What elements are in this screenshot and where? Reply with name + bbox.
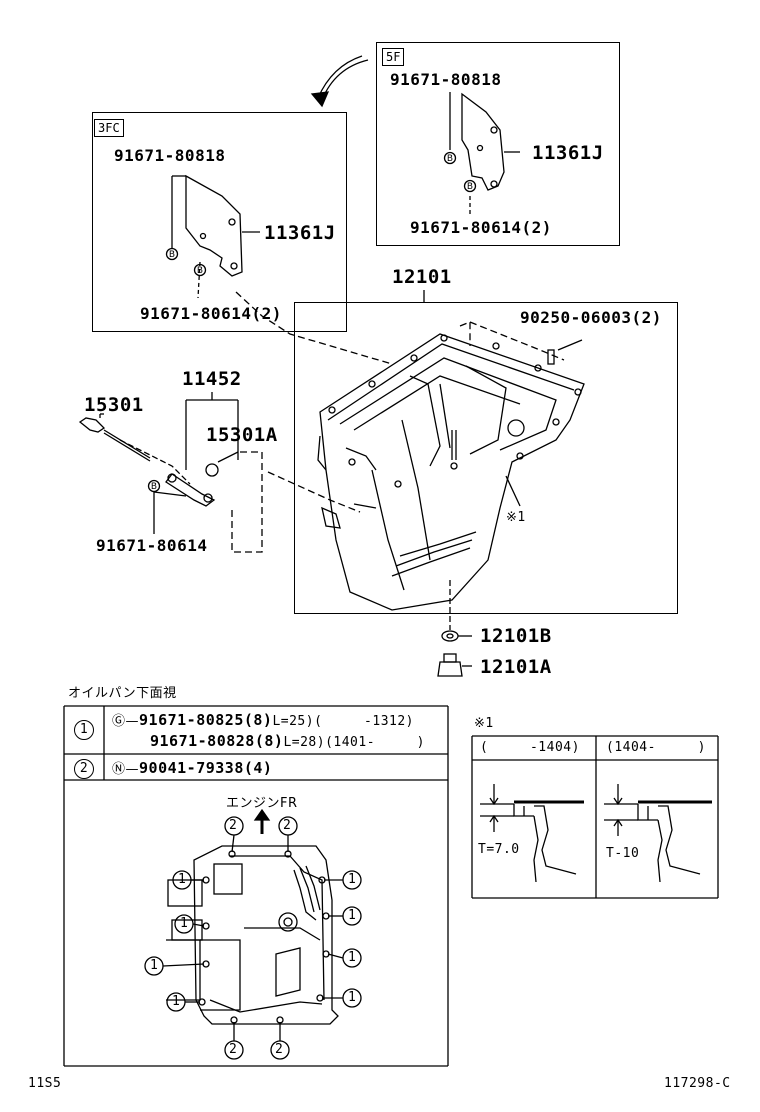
oil-pan-box [294,302,678,614]
svg-text:B: B [467,182,473,192]
part-5f-cover[interactable]: 11361J [532,142,604,164]
detail-title: ※1 [474,716,494,731]
row1-bolt-short[interactable]: Ⓖ—91671-80825(8)L=25)( -1312) [112,711,415,729]
detail-ref-mark: ※1 [506,510,526,525]
part-oil-pan[interactable]: 12101 [392,266,452,288]
footer-right-code: 117298-C [664,1076,731,1091]
callout-num: 1 [348,872,357,887]
svg-text:B: B [169,250,175,260]
part-5f-bolt-top[interactable]: 91671-80818 [390,70,502,89]
part-3fc-bolt-bottom[interactable]: 91671-80614(2) [140,304,282,323]
svg-text:B: B [151,482,157,492]
callout-num: 1 [348,950,357,965]
row2-nut[interactable]: Ⓝ—90041-79338(4) [112,759,273,777]
callout-num: 2 [229,1042,238,1057]
callout-num: 2 [229,818,238,833]
bottom-view-title: オイルパン下面視 [68,686,177,701]
callout-num: 1 [180,916,189,931]
detail-col1-header: ( -1404) [480,740,580,755]
row2-num: 2 [74,757,94,779]
detail-col2-value: T-10 [606,846,640,861]
part-drain-plug[interactable]: 12101A [480,656,552,678]
variant-box-3fc [92,112,347,332]
part-oring[interactable]: 15301A [206,424,278,446]
callout-num: 2 [275,1042,284,1057]
row1-num: 1 [74,718,94,740]
part-3fc-cover[interactable]: 11361J [264,222,336,244]
engine-front-label: エンジンFR [226,796,298,811]
part-stud[interactable]: 90250-06003(2) [520,308,662,327]
part-5f-bolt-bottom[interactable]: 91671-80614(2) [410,218,552,237]
svg-text:B: B [447,154,453,164]
variant-box-5f [376,42,620,246]
footer-left-code: 11S5 [28,1076,62,1091]
part-gasket[interactable]: 12101B [480,625,552,647]
callout-num: 1 [348,908,357,923]
variant-tag-5f: 5F [382,48,405,66]
part-gauge[interactable]: 15301 [84,394,144,416]
part-tube[interactable]: 11452 [182,368,242,390]
detail-col1-value: T=7.0 [478,842,520,857]
callout-num: 1 [172,994,181,1009]
svg-text:B: B [197,266,203,276]
part-tube-bolt[interactable]: 91671-80614 [96,536,208,555]
callout-num: 2 [283,818,292,833]
variant-tag-3fc: 3FC [94,119,124,137]
callout-num: 1 [348,990,357,1005]
row1-bolt-long[interactable]: 91671-80828(8)L=28)(1401- ) [150,732,425,750]
detail-col2-header: (1404- ) [606,740,706,755]
callout-num: 1 [178,872,187,887]
part-3fc-bolt-top[interactable]: 91671-80818 [114,146,226,165]
callout-num: 1 [150,958,159,973]
